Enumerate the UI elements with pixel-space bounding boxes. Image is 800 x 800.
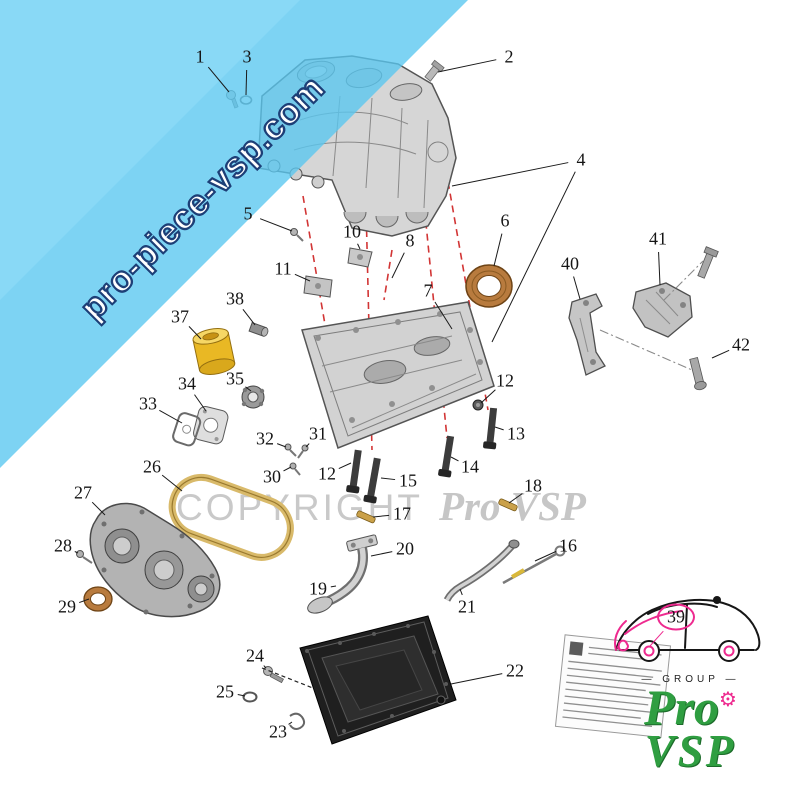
seal-29 bbox=[83, 586, 113, 612]
bolt-5 bbox=[290, 228, 304, 242]
logo-pro-text: Pro bbox=[644, 679, 720, 735]
bolt-24-centerline bbox=[261, 667, 319, 691]
spacer-10 bbox=[347, 247, 373, 268]
provsp-logo: — GROUP — Pro⚙ VSP bbox=[598, 578, 783, 773]
crankshaft-seal-6 bbox=[465, 264, 513, 308]
nut-12-right bbox=[472, 399, 484, 411]
plug-38 bbox=[248, 321, 269, 337]
bolt-2 bbox=[424, 59, 445, 82]
stud-18 bbox=[498, 498, 518, 512]
bolt-42-lower bbox=[689, 356, 707, 391]
stud-15 bbox=[363, 457, 381, 504]
bolt-30 bbox=[289, 462, 301, 476]
bolt-28 bbox=[76, 550, 93, 564]
pump-rotor-35 bbox=[241, 385, 265, 409]
washer-3 bbox=[239, 95, 253, 105]
stud-14 bbox=[438, 435, 455, 478]
logo-group-label: — GROUP — bbox=[641, 674, 740, 685]
watermark-copyright: COPYRIGHT bbox=[176, 487, 423, 528]
oil-pickup-19-20 bbox=[307, 534, 378, 614]
timing-cover-27 bbox=[89, 502, 221, 618]
car-sketch-icon bbox=[614, 596, 761, 662]
bolt-32 bbox=[284, 443, 297, 457]
stud-12-left bbox=[346, 449, 362, 494]
spec-sticker bbox=[554, 634, 672, 738]
stud-17 bbox=[356, 510, 376, 524]
bracket-41 bbox=[632, 282, 693, 338]
bolt-1 bbox=[226, 90, 239, 109]
clip-23 bbox=[289, 712, 306, 730]
engine-block bbox=[257, 55, 457, 237]
oil-pan-22 bbox=[299, 615, 457, 745]
dipstick-16 bbox=[502, 545, 566, 585]
oil-filter-37 bbox=[192, 328, 236, 375]
logo-vsp-text: VSP bbox=[644, 726, 737, 776]
bracket-40 bbox=[568, 293, 606, 376]
gasket-34 bbox=[193, 406, 229, 445]
bolt-24 bbox=[263, 666, 284, 684]
timing-gasket-26 bbox=[168, 473, 294, 561]
bolt-31 bbox=[297, 444, 309, 459]
upper-oil-pan-7 bbox=[301, 301, 495, 449]
bolt-42-upper bbox=[697, 246, 719, 279]
gasket-33 bbox=[172, 412, 202, 447]
gear-icon: ⚙ bbox=[719, 687, 737, 711]
dipstick-tube-21 bbox=[443, 539, 520, 602]
stud-13 bbox=[483, 407, 498, 450]
washer-25 bbox=[242, 691, 258, 703]
mount-11 bbox=[303, 275, 333, 298]
